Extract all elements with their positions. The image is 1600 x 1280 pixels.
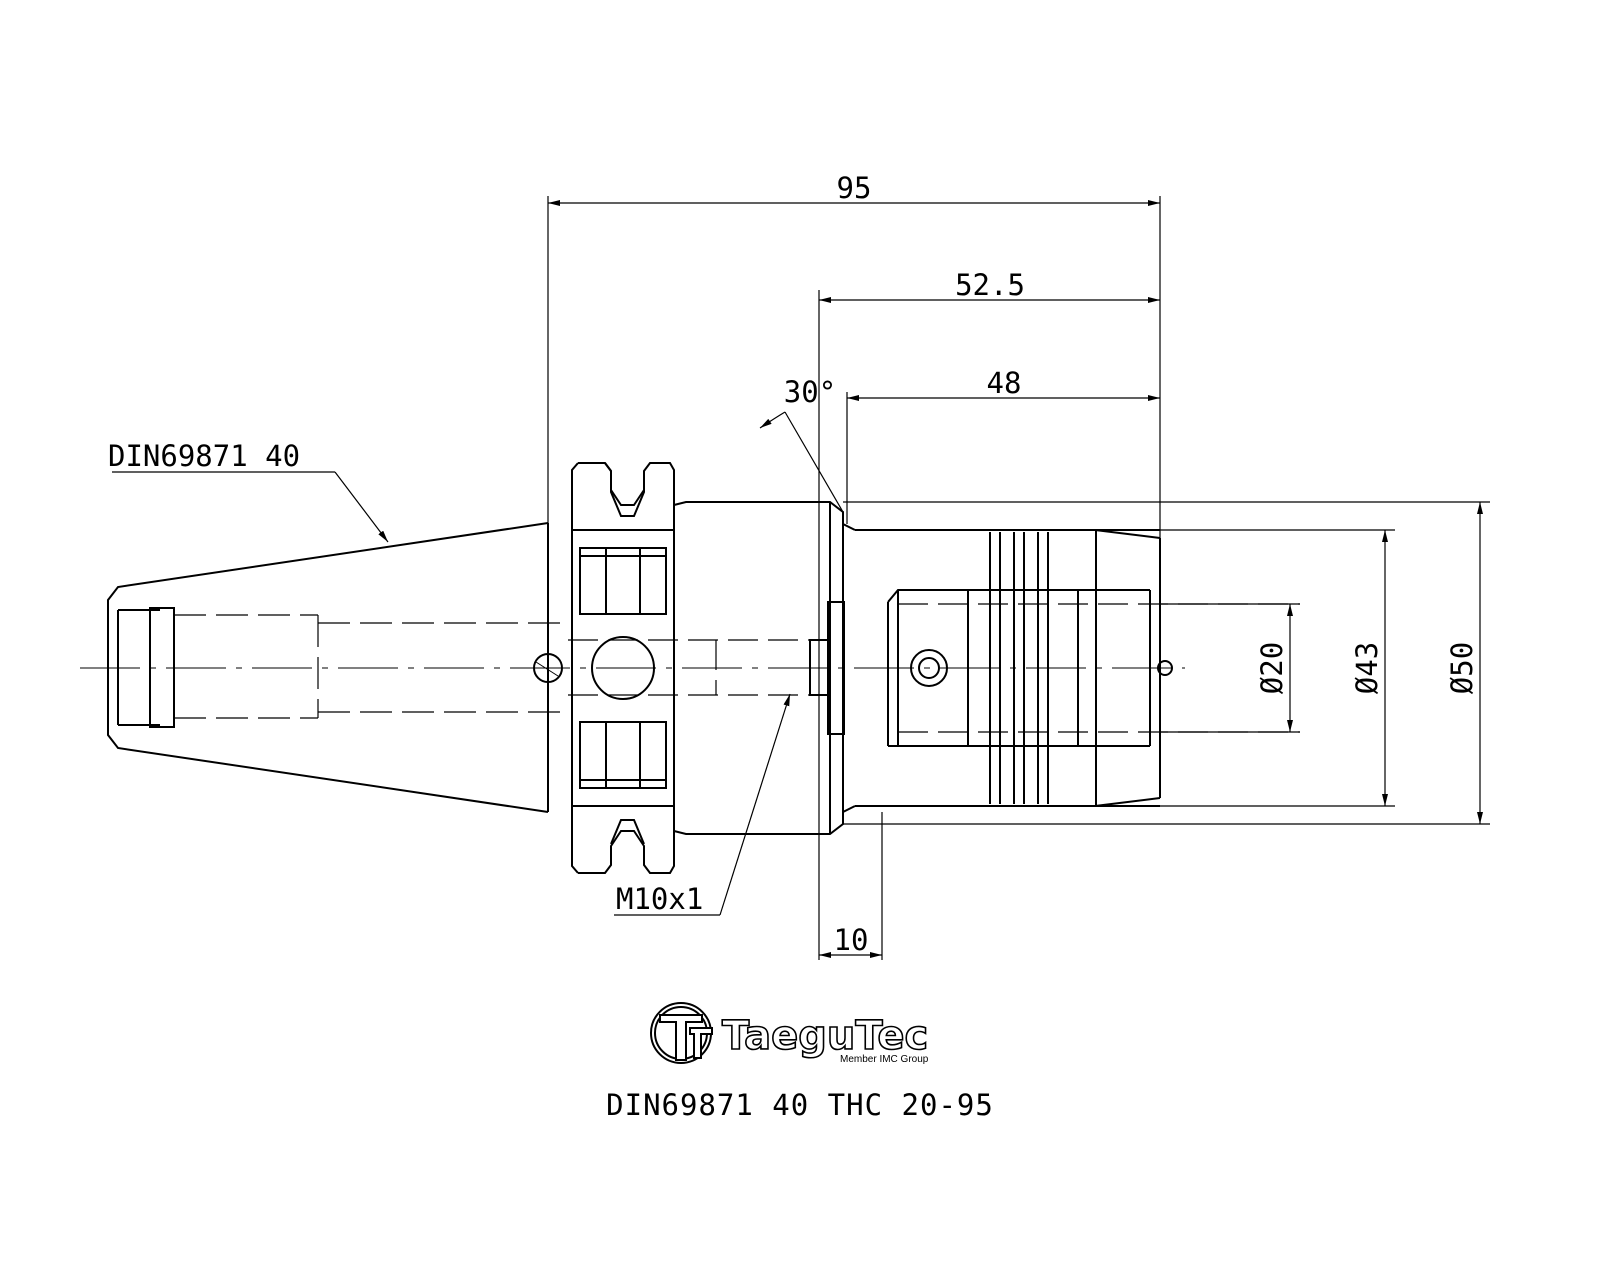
dim-outer-diameter: Ø50 [1445, 642, 1479, 694]
logo-tagline: Member IMC Group [840, 1054, 929, 1065]
logo-brand: TaeguTec [722, 1013, 928, 1059]
dim-clamp-length: 52.5 [955, 268, 1025, 302]
taegutec-logo: TaeguTec Member IMC Group [650, 1002, 929, 1065]
dim-body-diameter: Ø43 [1350, 642, 1384, 694]
v-flange [571, 462, 675, 874]
taegutec-emblem-icon [650, 1002, 713, 1064]
clamp-body [855, 529, 1173, 807]
callout-thread: M10x1 [616, 882, 703, 916]
dim-overall-length: 95 [837, 171, 872, 205]
neck [673, 501, 856, 835]
taper-hidden-bore [174, 614, 560, 719]
key-ball [533, 653, 563, 683]
dim-bore-diameter: Ø20 [1255, 642, 1289, 694]
callout-taper: DIN69871 40 [108, 439, 300, 473]
dim-bore-depth: 48 [987, 366, 1022, 400]
dim-flange-width: 10 [834, 923, 869, 957]
dimension-lines [112, 196, 1490, 960]
coolant-channel [568, 639, 810, 696]
drawing-title: DIN69871 40 THC 20-95 [606, 1088, 994, 1122]
dim-angle: 30° [784, 375, 836, 409]
taper-shank [107, 522, 549, 813]
